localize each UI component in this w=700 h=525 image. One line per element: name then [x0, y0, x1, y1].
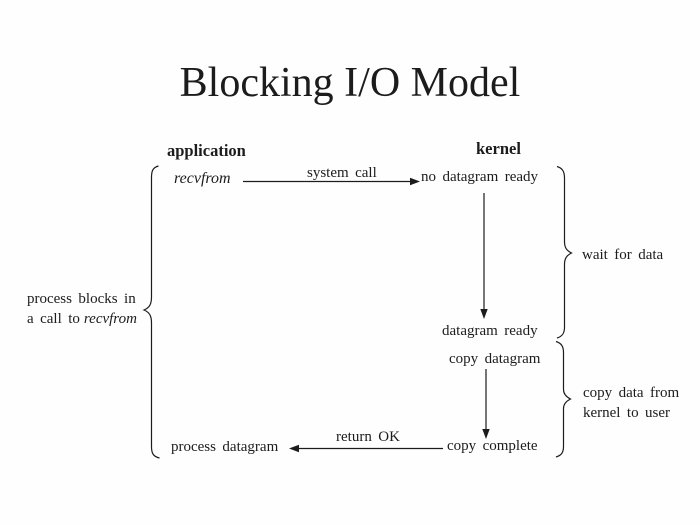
- copy-arrowhead: [482, 429, 490, 439]
- return-ok-arrowhead: [289, 444, 299, 453]
- recvfrom-label: recvfrom: [174, 170, 231, 187]
- wait-for-data-brace: [556, 165, 573, 339]
- copy-data-note-line1: copy data from: [583, 385, 680, 401]
- copy-datagram-label: copy datagram: [449, 351, 541, 367]
- wait-arrowhead: [480, 309, 488, 319]
- copy-complete-label: copy complete: [447, 438, 538, 454]
- system-call-arrowhead: [410, 177, 420, 186]
- return-ok-arrow-label: return OK: [336, 429, 400, 445]
- copy-data-brace: [555, 340, 572, 458]
- copy-data-note-line2: kernel to user: [583, 405, 671, 421]
- page-title: Blocking I/O Model: [179, 60, 521, 106]
- process-blocks-note-line1: process blocks in: [27, 291, 136, 307]
- left-brace: [142, 165, 160, 459]
- no-datagram-ready-label: no datagram ready: [421, 169, 539, 185]
- process-blocks-note-line2-plain: a call to: [27, 311, 80, 327]
- process-blocks-note-line2-recvfrom: recvfrom: [83, 311, 137, 327]
- datagram-ready-label: datagram ready: [442, 323, 538, 339]
- wait-for-data-note: wait for data: [582, 247, 664, 263]
- system-call-arrow-label: system call: [307, 165, 377, 181]
- kernel-column-header: kernel: [476, 139, 521, 158]
- process-datagram-label: process datagram: [171, 439, 279, 455]
- application-column-header: application: [167, 141, 246, 160]
